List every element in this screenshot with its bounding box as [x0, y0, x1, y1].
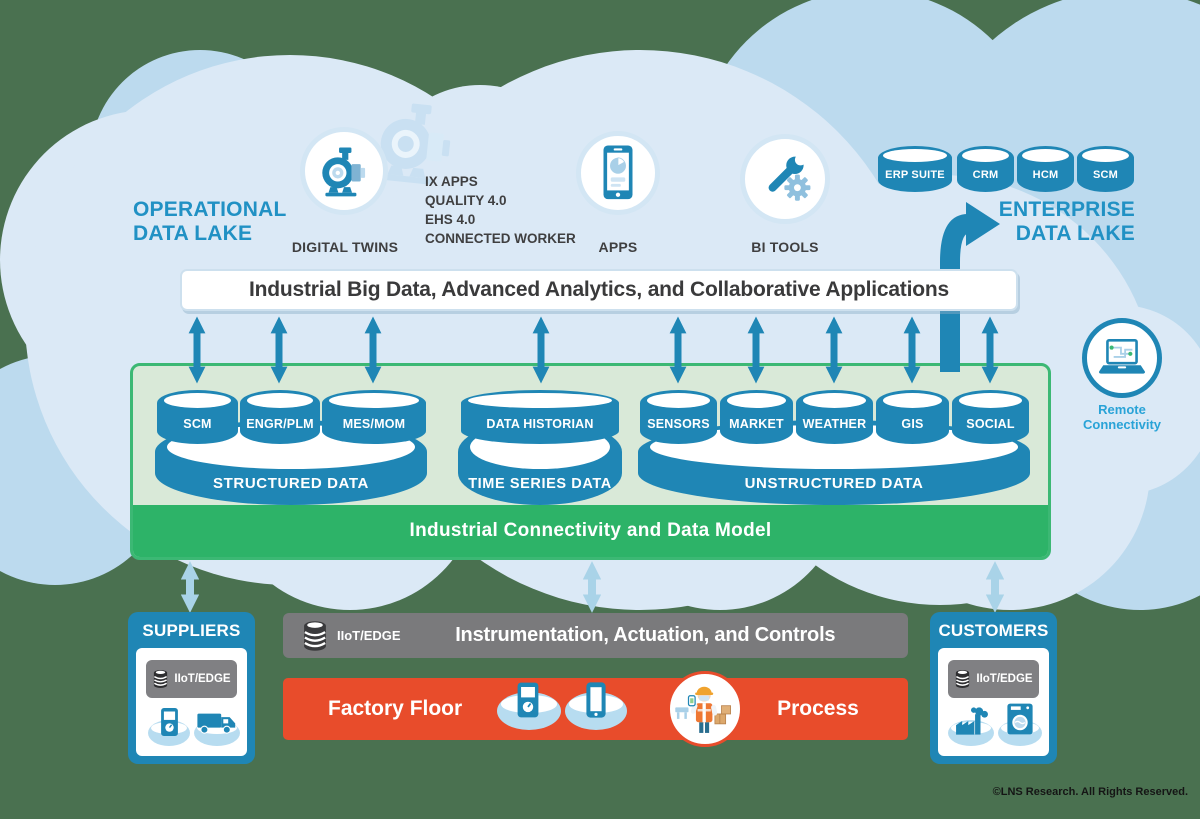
- cylinder-label: WEATHER: [802, 417, 867, 431]
- factory-icon: [956, 707, 988, 735]
- gear-icon: [784, 174, 811, 201]
- cylinder-sensors: SENSORS: [640, 390, 717, 444]
- customers-badge-label: IIoT/EDGE: [976, 673, 1033, 685]
- cylinder-label: CRM: [972, 168, 999, 181]
- enterprise-label-line2: DATA LAKE: [1015, 222, 1135, 245]
- cylinder-market: MARKET: [720, 390, 793, 444]
- cylinder-scm: SCM: [157, 390, 238, 444]
- wrench-gear-icon: [768, 154, 811, 201]
- suppliers-title: SUPPLIERS: [142, 621, 241, 640]
- edge-bar: IIoT/EDGE Instrumentation, Actuation, an…: [283, 613, 908, 658]
- cylinder-mes-mom: MES/MOM: [322, 390, 426, 444]
- remote-label-line2: Connectivity: [1082, 417, 1161, 432]
- smartphone-icon: [603, 145, 633, 200]
- process-label: Process: [777, 697, 859, 720]
- suppliers-panel: IIoT/EDGE: [136, 648, 247, 756]
- cylinder-label: SCM: [1092, 168, 1119, 181]
- cylinder-label: SCM: [183, 417, 212, 431]
- washing-machine-icon: [1007, 703, 1033, 735]
- ghost-pump-icon: [380, 103, 451, 185]
- suppliers-box: SUPPLIERS IIoT/EDGE: [128, 612, 255, 764]
- enterprise-label-line1: ENTERPRISE: [998, 198, 1135, 221]
- factory-bar: Factory Floor: [283, 671, 908, 747]
- edge-flow-arrows: [180, 561, 1005, 613]
- cylinder-engr-plm: ENGR/PLM: [240, 390, 320, 444]
- enterprise-cylinder-scm: SCM: [1077, 146, 1134, 192]
- worker-icon: [675, 686, 731, 733]
- remote-label-line1: Remote: [1098, 402, 1146, 417]
- truck-icon: [197, 713, 236, 734]
- customers-box: CUSTOMERS IIoT/EDGE: [930, 612, 1057, 764]
- app-list: IX APPS QUALITY 4.0 EHS 4.0 CONNECTED WO…: [425, 172, 576, 248]
- group-label: STRUCTURED DATA: [213, 475, 369, 492]
- suppliers-iiot-badge: IIoT/EDGE: [146, 660, 237, 698]
- operational-label-line1: OPERATIONAL: [133, 198, 287, 221]
- operational-data-lake-label: OPERATIONAL DATA LAKE: [133, 198, 286, 246]
- copyright-text: ©LNS Research. All Rights Reserved.: [992, 786, 1188, 798]
- cylinder-label: MARKET: [729, 417, 784, 431]
- connectivity-bar-label: Industrial Connectivity and Data Model: [409, 520, 772, 541]
- group-label: TIME SERIES DATA: [468, 476, 612, 492]
- cylinder-gis: GIS: [876, 390, 949, 444]
- cylinder-label: MES/MOM: [342, 417, 406, 431]
- cylinder-label: HCM: [1032, 168, 1059, 181]
- app-list-item: EHS 4.0: [425, 212, 476, 227]
- enterprise-cylinder-erp: ERP SUITE: [878, 146, 952, 192]
- connectivity-bar: Industrial Connectivity and Data Model: [133, 505, 1048, 557]
- laptop-circuit-icon: [1099, 339, 1145, 374]
- digital-twins-label: DIGITAL TWINS: [291, 239, 399, 255]
- gauge-device-icon: [517, 682, 539, 718]
- apps-circle: [576, 131, 660, 215]
- cylinder-data-historian: DATA HISTORIAN: [461, 390, 619, 444]
- app-list-item: IX APPS: [425, 174, 478, 189]
- cylinder-weather: WEATHER: [796, 390, 873, 444]
- database-icon: [154, 670, 168, 688]
- database-icon: [956, 670, 970, 688]
- analytics-banner: Industrial Big Data, Advanced Analytics,…: [180, 269, 1018, 311]
- worker-circle: [667, 671, 743, 747]
- enterprise-cylinder-hcm: HCM: [1017, 146, 1074, 192]
- app-list-item: CONNECTED WORKER: [425, 231, 576, 246]
- wrench-icon: [768, 154, 807, 192]
- edge-bar-label: Instrumentation, Actuation, and Controls: [455, 624, 836, 646]
- customers-title: CUSTOMERS: [938, 621, 1049, 640]
- pump-icon: [322, 147, 366, 197]
- edge-badge-label: IIoT/EDGE: [337, 628, 401, 643]
- customers-iiot-badge: IIoT/EDGE: [948, 660, 1039, 698]
- factory-floor-label: Factory Floor: [328, 697, 463, 720]
- digital-twins-circle: [300, 127, 388, 215]
- apps-label: APPS: [598, 239, 638, 255]
- customers-panel: IIoT/EDGE: [938, 648, 1049, 756]
- bi-tools-circle: [740, 134, 830, 224]
- cylinder-label: DATA HISTORIAN: [486, 417, 594, 431]
- app-list-item: QUALITY 4.0: [425, 193, 507, 208]
- cylinder-label: GIS: [901, 417, 924, 431]
- cylinder-label: SENSORS: [647, 417, 710, 431]
- cylinder-label: ENGR/PLM: [246, 417, 314, 431]
- remote-connectivity-label: Remote Connectivity: [1062, 402, 1182, 432]
- suppliers-badge-label: IIoT/EDGE: [174, 673, 231, 685]
- enterprise-cylinder-crm: CRM: [957, 146, 1014, 192]
- smartphone-icon: [586, 682, 606, 718]
- group-label: UNSTRUCTURED DATA: [744, 475, 924, 492]
- remote-connectivity-circle: [1082, 318, 1162, 398]
- operational-label-line2: DATA LAKE: [133, 222, 253, 245]
- database-icon: [304, 620, 326, 651]
- enterprise-data-lake-label: ENTERPRISE DATA LAKE: [955, 198, 1135, 246]
- cylinder-label: SOCIAL: [966, 417, 1015, 431]
- enterprise-curved-arrow: [940, 202, 1000, 372]
- data-flow-arrows: [188, 316, 999, 384]
- kiosk-icon: [161, 708, 178, 736]
- cylinder-social: SOCIAL: [952, 390, 1029, 444]
- analytics-banner-label: Industrial Big Data, Advanced Analytics,…: [249, 278, 949, 301]
- bi-tools-label: BI TOOLS: [751, 239, 819, 255]
- cylinder-label: ERP SUITE: [885, 168, 945, 181]
